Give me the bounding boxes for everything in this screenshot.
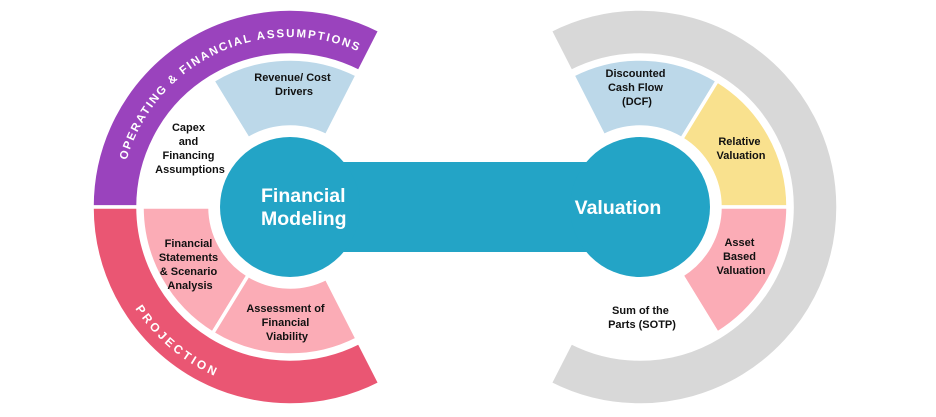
left-hub-title: Financial Modeling (261, 185, 351, 230)
segment-label-capex-financing: Capex and Financing Assumptions (155, 122, 225, 176)
segment-label-dcf: Discounted Cash Flow (DCF) (606, 68, 669, 108)
segment-label-revenue-cost-drivers: Revenue/ Cost Drivers (254, 72, 333, 98)
segment-label-assessment-viability: Assessment of Financial Viability (246, 303, 327, 343)
financial-modeling-hub (220, 137, 360, 277)
segment-label-relative-valuation: Relative Valuation (717, 136, 766, 162)
segment-sotp-shape (570, 272, 720, 357)
segment-label-financial-statements: Financial Statements & Scenario Analysis (159, 238, 221, 292)
segment-assessment-viability-shape (210, 272, 360, 357)
right-hub-title: Valuation (575, 197, 662, 219)
valuation-hub (570, 137, 710, 277)
segment-label-sotp: Sum of the Parts (SOTP) (608, 305, 676, 331)
segment-label-asset-based-valuation: Asset Based Valuation (717, 237, 766, 277)
band-projection (90, 205, 383, 407)
band-valuation-outer (547, 7, 840, 407)
